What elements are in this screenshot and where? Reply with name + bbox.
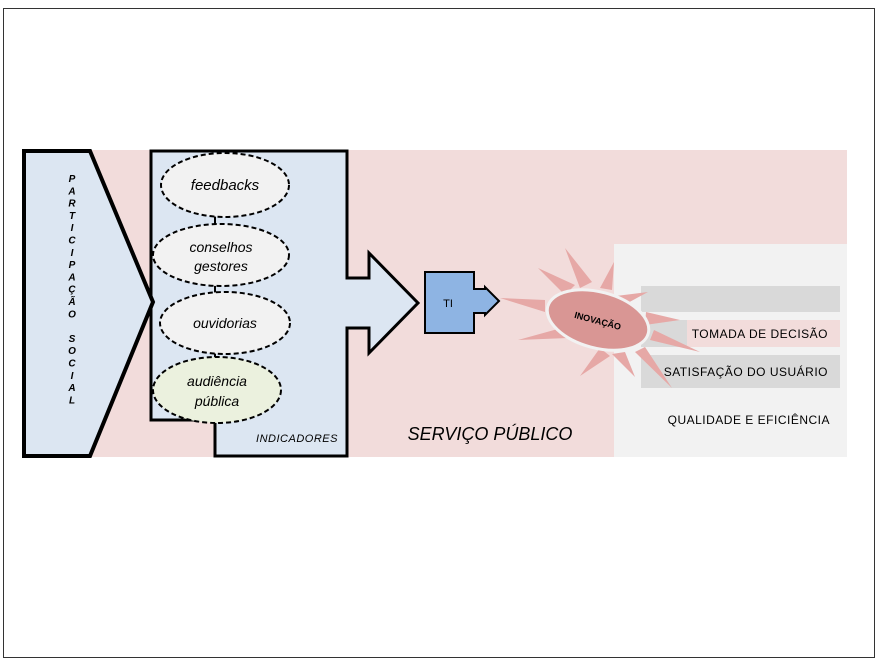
participacao-social-letter: Ã	[67, 295, 75, 308]
channel-feedbacks-label: feedbacks	[191, 177, 260, 194]
outcome-bar-3	[641, 355, 840, 388]
participacao-social-letter: I	[71, 248, 74, 259]
ti-arrow	[424, 271, 501, 334]
outcome-bar-2-pink	[687, 320, 840, 347]
participacao-social-letter: P	[69, 174, 76, 185]
participacao-social-letter: C	[68, 359, 76, 370]
servico-publico-label: SERVIÇO PÚBLICO	[408, 423, 573, 444]
outcomes-panel	[614, 244, 847, 457]
outcome-satisfacao-do-usuario: SATISFAÇÃO DO USUÁRIO	[664, 364, 828, 379]
outcome-qualidade-e-eficiencia: QUALIDADE E EFICIÊNCIA	[668, 412, 830, 427]
participacao-social-letter: A	[67, 383, 75, 394]
participacao-social-letter: A	[67, 186, 75, 197]
participacao-social-letter: O	[68, 346, 76, 357]
ouvidorias-oval	[159, 291, 291, 355]
participacao-social-letter: L	[69, 395, 75, 406]
participacao-social-letter: P	[69, 260, 76, 271]
audiencia-publica-oval	[152, 356, 282, 424]
channel-conselhos-label: conselhos	[189, 239, 252, 255]
inovacao-ellipse	[545, 288, 651, 352]
ti-label: TI	[443, 298, 453, 310]
participacao-social-letter: S	[69, 334, 76, 345]
participacao-social-letter: I	[71, 371, 74, 382]
participacao-social-letter: O	[68, 309, 76, 320]
channel-gestores-label: gestores	[194, 258, 248, 274]
indicadores-label: INDICADORES	[256, 433, 338, 445]
feedbacks-oval	[160, 152, 290, 218]
participacao-social-chevron	[22, 149, 156, 458]
channel-ouvidorias-label: ouvidorias	[193, 315, 257, 331]
participacao-social-letter: T	[69, 211, 76, 222]
participacao-social-letter: A	[67, 272, 75, 283]
outcome-bar-1	[641, 286, 840, 312]
conselhos-gestores-oval	[152, 223, 290, 287]
participacao-social-letter: Ç	[68, 285, 76, 296]
participacao-social-letter: C	[68, 236, 76, 247]
diagram-frame	[3, 8, 875, 658]
outcome-tomada-de-decisao: TOMADA DE DECISÃO	[692, 327, 828, 341]
channel-publica-label: pública	[194, 393, 240, 409]
channel-audiencia-label: audiência	[187, 373, 247, 389]
participacao-social-letter: R	[68, 199, 76, 210]
participacao-social-letter: I	[71, 223, 74, 234]
inovacao-burst-rays	[500, 248, 700, 388]
